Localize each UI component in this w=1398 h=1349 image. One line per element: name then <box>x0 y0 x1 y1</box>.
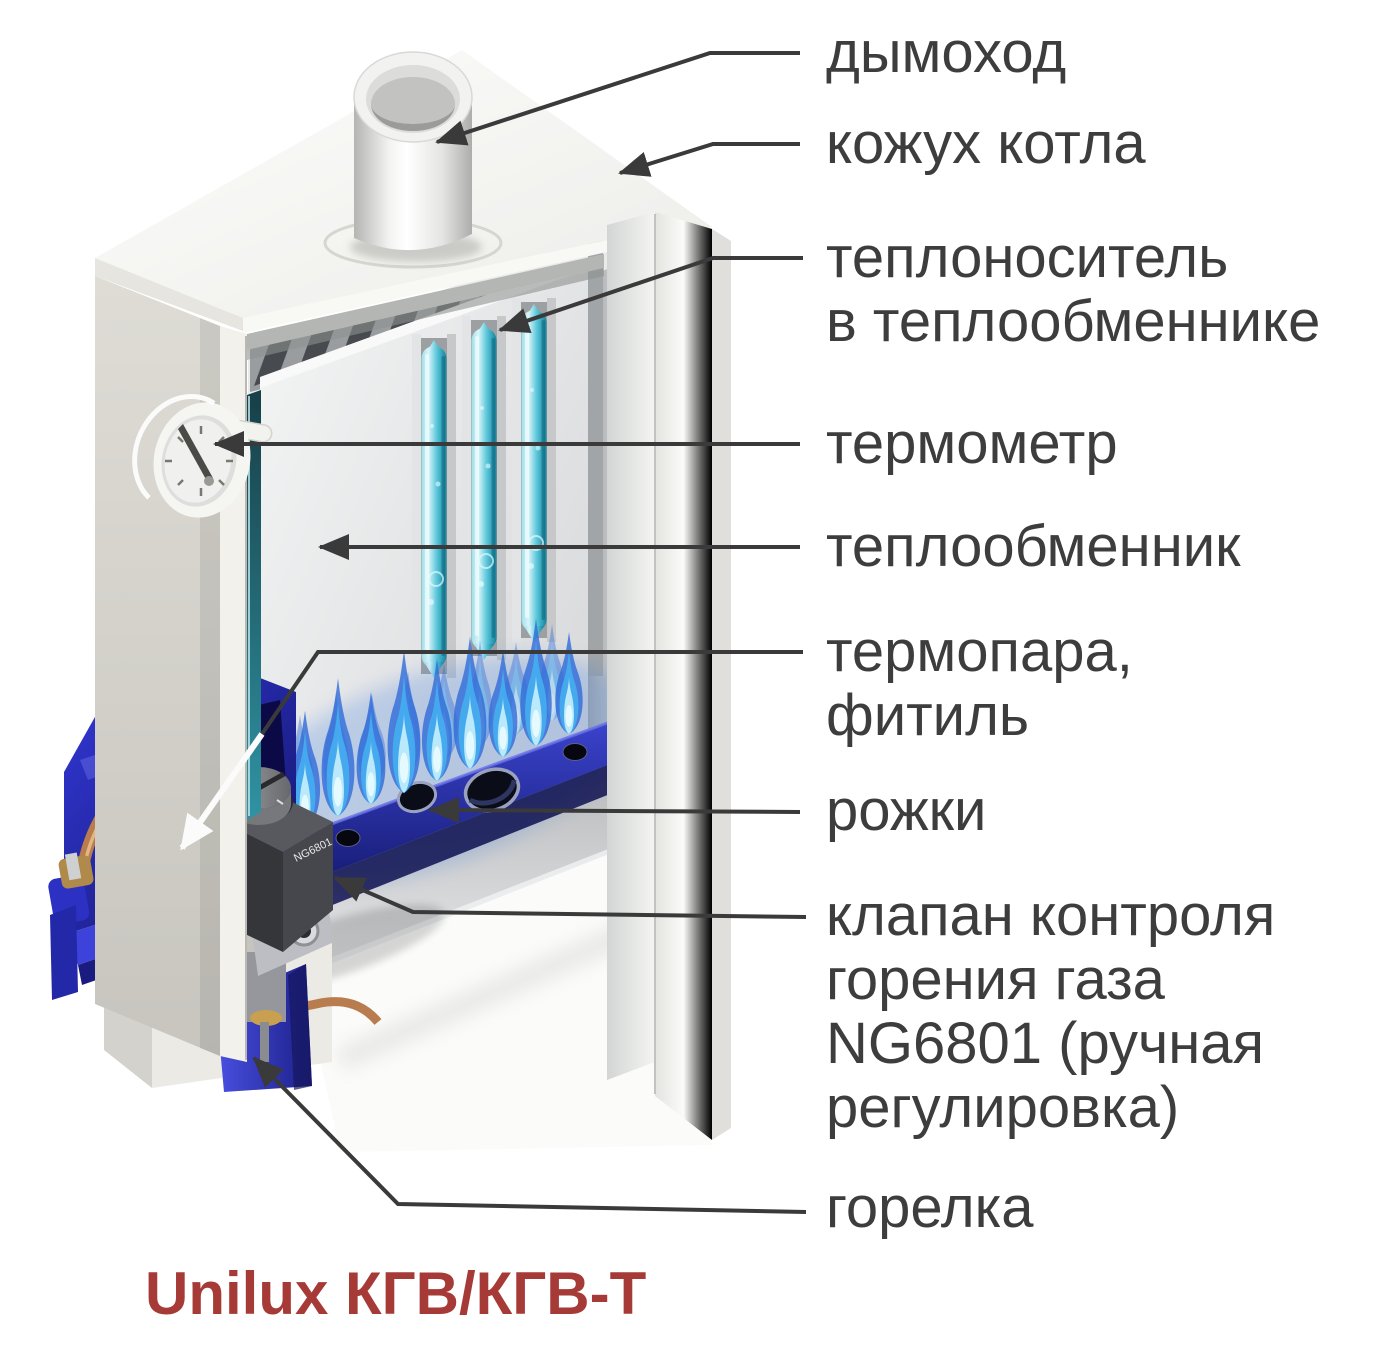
casing-right-wall <box>655 212 712 1140</box>
casing-corner-bevel <box>220 326 247 1062</box>
label-gas-valve: клапан контроля горения газа NG6801 (руч… <box>826 883 1276 1140</box>
product-title: Unilux КГВ/КГВ-Т <box>145 1260 647 1327</box>
leader-chimney <box>435 51 800 146</box>
label-chimney: дымоход <box>826 20 1067 85</box>
leader-lines <box>179 51 807 1214</box>
leader-horns <box>428 797 801 824</box>
label-thermometer: термометр <box>826 411 1118 476</box>
leader-valve <box>333 876 807 919</box>
boiler-casing <box>95 50 731 1140</box>
leader-thermocouple-white <box>179 732 265 851</box>
label-burner-horns: рожки <box>826 778 987 843</box>
label-thermocouple: термопара, фитиль <box>826 619 1133 748</box>
label-casing: кожух котла <box>826 111 1146 176</box>
flue-pipe <box>353 51 473 251</box>
leader-burner <box>252 1056 807 1214</box>
leader-casing <box>618 142 800 177</box>
label-heat-exchanger: теплообменник <box>826 514 1241 579</box>
label-coolant: теплоноситель в теплообменнике <box>826 225 1321 354</box>
heat-exchanger-tubes <box>411 297 557 679</box>
gauge-needle <box>178 424 213 483</box>
casing-right-wall-inner <box>607 212 655 1080</box>
water-jacket-cut <box>247 390 261 820</box>
leader-thermocouple <box>260 650 803 736</box>
leader-coolant <box>498 256 803 334</box>
label-burner: горелка <box>826 1175 1034 1240</box>
